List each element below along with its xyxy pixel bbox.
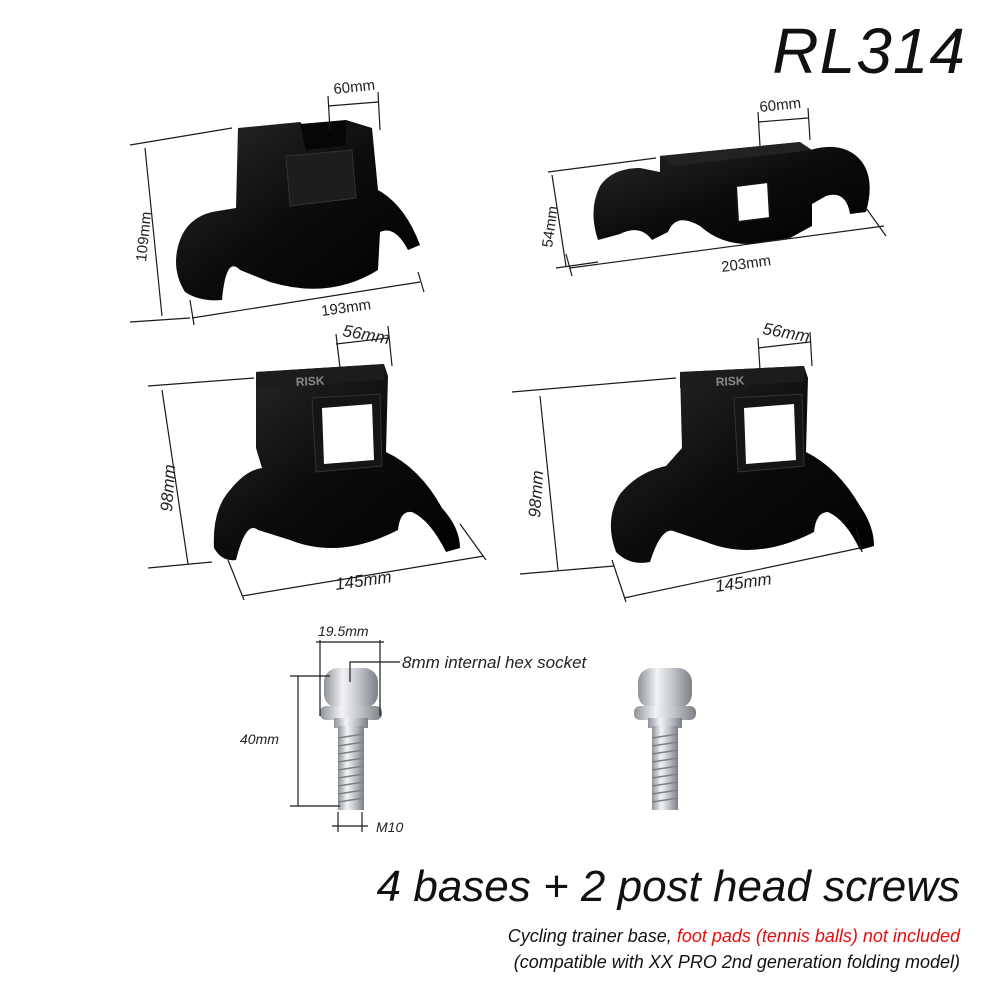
screw-length: 40mm (240, 731, 279, 747)
base-2-height: 54mm (539, 205, 562, 249)
base-3-top-width: 56mm (341, 321, 391, 348)
base-3: RISK 56mm 98mm 145mm (147, 321, 487, 601)
model-code: RL314 (772, 15, 966, 87)
subline-1: Cycling trainer base, foot pads (tennis … (508, 926, 960, 947)
screw-thread: M10 (376, 819, 403, 835)
base-4-top-width: 56mm (761, 319, 811, 346)
base-3-length: 145mm (334, 567, 393, 594)
screw-1: 19.5mm 8mm internal hex socket 40mm M10 (240, 623, 588, 835)
base-4-height: 98mm (525, 470, 547, 518)
base-3-height: 98mm (157, 464, 179, 512)
base-1-length: 193mm (320, 296, 372, 320)
base-2-length: 203mm (720, 252, 772, 276)
subline-prefix: Cycling trainer base, (507, 926, 677, 946)
screw-socket-note: 8mm internal hex socket (402, 653, 588, 672)
base-3-logo: RISK (295, 373, 325, 388)
headline: 4 bases + 2 post head screws (376, 862, 960, 911)
base-1: 60mm 109mm 193mm (129, 77, 425, 326)
base-4-logo: RISK (715, 373, 745, 388)
base-2: 60mm 54mm 203mm (539, 95, 887, 277)
subline-highlight: foot pads (tennis balls) not included (676, 926, 960, 946)
base-4: RISK 56mm 98mm 145mm (511, 319, 874, 603)
base-1-height: 109mm (133, 211, 155, 263)
base-1-top-width: 60mm (333, 77, 376, 98)
screw-head-width: 19.5mm (318, 623, 369, 639)
subline-2: (compatible with XX PRO 2nd generation f… (513, 952, 960, 972)
base-2-top-width: 60mm (759, 95, 802, 116)
base-4-length: 145mm (714, 569, 773, 596)
screw-2 (634, 668, 696, 810)
